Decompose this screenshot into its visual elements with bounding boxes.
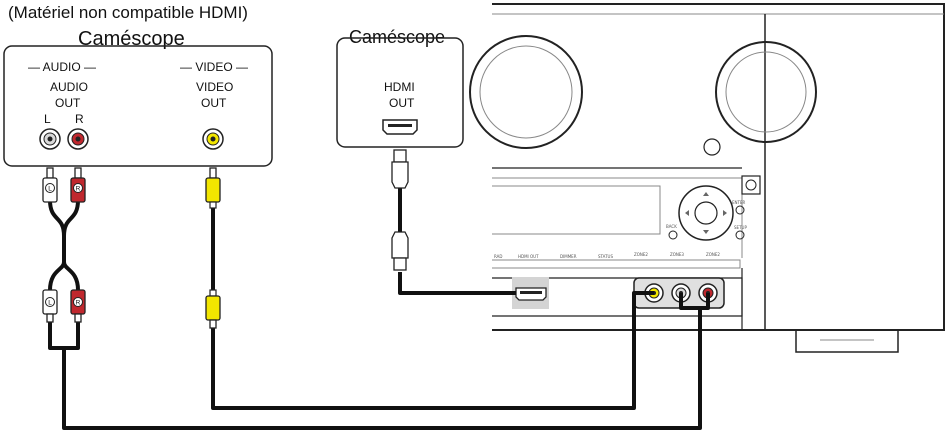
rca-plug-icon [205,167,221,209]
hdmi-cable [398,186,516,295]
svg-text:ENTER: ENTER [732,200,745,205]
svg-text:HDMI OUT: HDMI OUT [518,254,539,259]
av-receiver: BACK ENTER SETUP RAD HDMI OUT DIMMER STA… [469,3,945,353]
audio-out-label-2: OUT [55,96,81,110]
svg-text:RAD: RAD [494,254,502,259]
svg-text:DIMMER: DIMMER [560,254,577,259]
non-hdmi-note: (Matériel non compatible HDMI) [8,3,248,22]
video-header: — VIDEO — [180,60,249,74]
plug-letter-left: L [48,300,52,307]
hdmi-out-label-1: HDMI [384,80,415,94]
audio-left-channel-label: L [44,112,51,126]
hdmi-camcorder-box [336,37,464,148]
rca-jack-icon [202,128,224,150]
video-cable [211,206,654,410]
hdmi-port-icon [512,277,549,309]
plug-letter-right: R [76,300,81,307]
svg-text:ZONE3: ZONE3 [670,252,684,257]
rca-plug-icon [205,289,221,329]
audio-out-label-1: AUDIO [50,80,89,94]
audio-header: — AUDIO — [28,60,97,74]
knob-icon [715,41,817,143]
plug-letter-left: L [48,186,52,193]
hdmi-out-label-2: OUT [389,96,415,110]
rca-jack-icon [39,128,61,150]
arrow-pad-icon [678,185,734,241]
rca-plug-icon: R [70,167,86,203]
rca-plug-icon: L [42,289,58,323]
plug-letter-right: R [76,186,81,193]
knob-icon [469,35,583,149]
rca-plug-icon: L [42,167,58,203]
audio-right-channel-label: R [75,112,84,126]
rca-jack-icon [67,128,89,150]
audio-cable [48,199,710,430]
analog-camcorder-box [3,45,273,167]
video-out-label-2: OUT [201,96,227,110]
svg-text:ZONE2: ZONE2 [706,252,720,257]
left-device-title: Caméscope [78,28,185,50]
svg-text:ZONE2: ZONE2 [634,252,648,257]
hdmi-plug-icon [391,231,409,271]
svg-text:SETUP: SETUP [734,225,747,230]
svg-text:STATUS: STATUS [598,254,613,259]
video-out-label-1: VIDEO [196,80,234,94]
svg-text:BACK: BACK [666,224,677,229]
hdmi-plug-icon [391,149,409,189]
hdmi-port-icon [382,119,418,135]
rca-plug-icon: R [70,289,86,323]
